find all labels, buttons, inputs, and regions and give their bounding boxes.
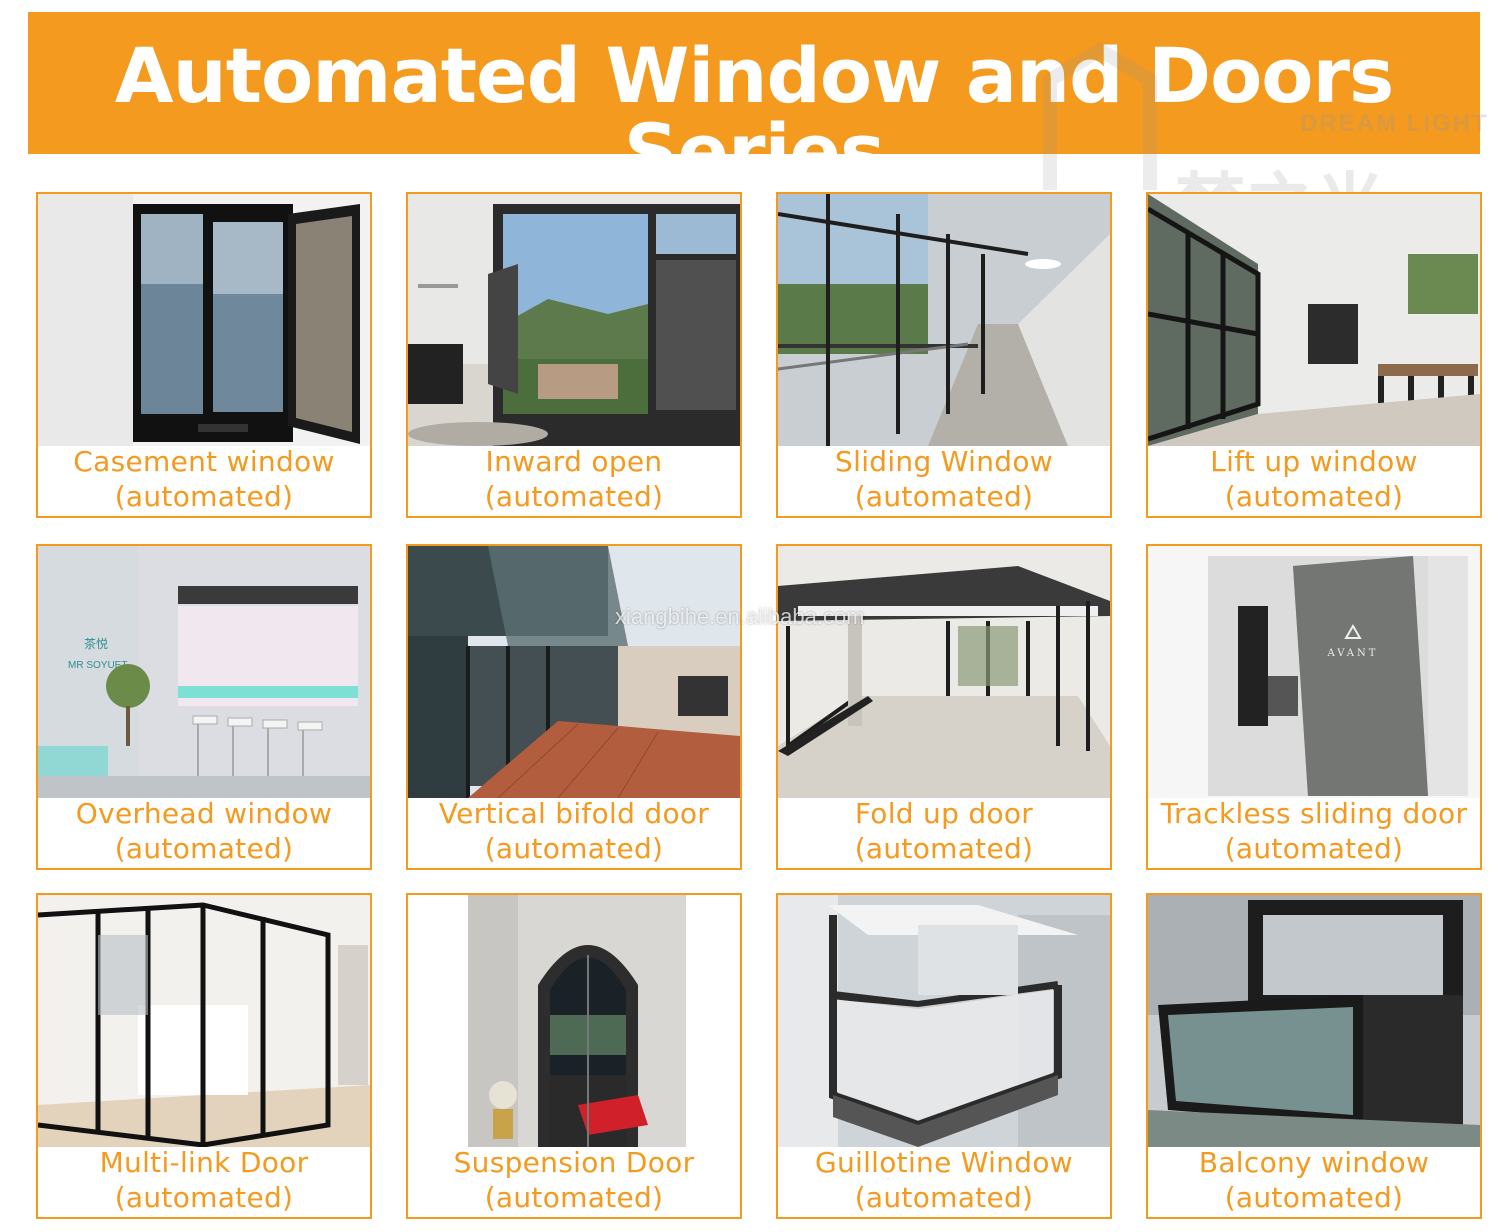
- watermark-brand: DREAM LIGHT: [1300, 110, 1489, 137]
- fold-up-door-photo: [778, 546, 1110, 798]
- product-sub: (automated): [484, 832, 664, 865]
- product-sub: (automated): [1224, 832, 1404, 865]
- page-title: Automated Window and Doors Series: [114, 31, 1394, 196]
- product-caption: Lift up window (automated): [1148, 444, 1480, 514]
- product-caption: Overhead window (automated): [38, 796, 370, 866]
- overhead-window-photo: 茶悦 MR SOYUET: [38, 546, 370, 798]
- product-caption: Suspension Door (automated): [408, 1145, 740, 1215]
- product-sub: (automated): [484, 480, 664, 513]
- casement-window-photo: [38, 194, 370, 446]
- product-card-suspension[interactable]: Suspension Door (automated): [406, 893, 742, 1219]
- product-name: Casement window: [73, 445, 335, 478]
- sliding-window-photo: [778, 194, 1110, 446]
- vertical-bifold-door-photo: [408, 546, 740, 798]
- product-caption: Inward open (automated): [408, 444, 740, 514]
- product-name: Guillotine Window: [814, 1146, 1074, 1179]
- product-card-casement[interactable]: Casement window (automated): [36, 192, 372, 518]
- inward-open-window-photo: [408, 194, 740, 446]
- product-name: Inward open: [485, 445, 663, 478]
- product-card-vertical-bifold[interactable]: Vertical bifold door (automated): [406, 544, 742, 870]
- house-logo-icon: [1043, 41, 1157, 190]
- product-caption: Trackless sliding door (automated): [1148, 796, 1480, 866]
- trackless-sliding-door-photo: AVANT: [1148, 546, 1480, 798]
- product-card-guillotine[interactable]: Guillotine Window (automated): [776, 893, 1112, 1219]
- product-caption: Sliding Window (automated): [778, 444, 1110, 514]
- product-name: Suspension Door: [453, 1146, 695, 1179]
- door-logo: AVANT: [1327, 648, 1379, 659]
- product-caption: Guillotine Window (automated): [778, 1145, 1110, 1215]
- product-card-sliding[interactable]: Sliding Window (automated): [776, 192, 1112, 518]
- product-sub: (automated): [854, 1181, 1034, 1214]
- suspension-door-photo: [408, 895, 740, 1147]
- product-sub: (automated): [114, 832, 294, 865]
- product-sub: (automated): [114, 480, 294, 513]
- shop-sign-cn: 茶悦: [84, 636, 108, 651]
- product-name: Sliding Window: [835, 445, 1053, 478]
- product-sub: (automated): [1224, 1181, 1404, 1214]
- product-name: Trackless sliding door: [1160, 797, 1468, 830]
- watermark-site: xiangbihe.en.alibaba.com: [615, 604, 865, 629]
- product-caption: Fold up door (automated): [778, 796, 1110, 866]
- product-card-trackless-sliding[interactable]: AVANT Trackless sliding door (automated): [1146, 544, 1482, 870]
- product-card-fold-up[interactable]: Fold up door (automated): [776, 544, 1112, 870]
- balcony-window-photo: [1148, 895, 1480, 1147]
- product-name: Lift up window: [1210, 445, 1418, 478]
- product-caption: Multi-link Door (automated): [38, 1145, 370, 1215]
- product-card-balcony[interactable]: Balcony window (automated): [1146, 893, 1482, 1219]
- shop-sign-en: MR SOYUET: [68, 660, 127, 671]
- product-name: Vertical bifold door: [438, 797, 710, 830]
- multi-link-door-photo: [38, 895, 370, 1147]
- product-name: Balcony window: [1198, 1146, 1430, 1179]
- product-sub: (automated): [114, 1181, 294, 1214]
- guillotine-window-photo: [778, 895, 1110, 1147]
- product-caption: Vertical bifold door (automated): [408, 796, 740, 866]
- header-banner: Automated Window and Doors Series: [28, 12, 1480, 190]
- product-caption: Balcony window (automated): [1148, 1145, 1480, 1215]
- product-name: Overhead window: [75, 797, 333, 830]
- product-card-overhead[interactable]: 茶悦 MR SOYUET Overhead window (automated): [36, 544, 372, 870]
- product-name: Multi-link Door: [99, 1146, 309, 1179]
- product-name: Fold up door: [854, 797, 1034, 830]
- product-card-inward-open[interactable]: Inward open (automated): [406, 192, 742, 518]
- lift-up-window-photo: [1148, 194, 1480, 446]
- product-card-multi-link[interactable]: Multi-link Door (automated): [36, 893, 372, 1219]
- product-sub: (automated): [1224, 480, 1404, 513]
- product-sub: (automated): [854, 832, 1034, 865]
- product-caption: Casement window (automated): [38, 444, 370, 514]
- product-card-lift-up[interactable]: Lift up window (automated): [1146, 192, 1482, 518]
- product-sub: (automated): [484, 1181, 664, 1214]
- product-sub: (automated): [854, 480, 1034, 513]
